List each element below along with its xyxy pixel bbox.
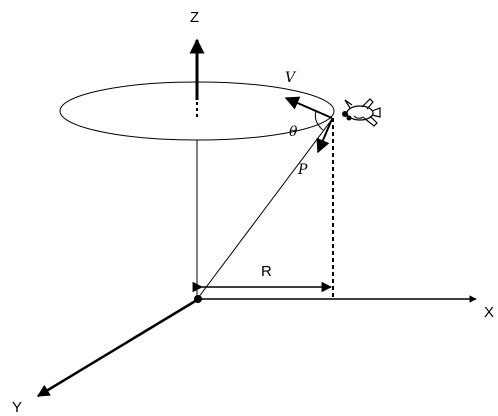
y-axis-arrow (36, 298, 198, 398)
position-line (197, 117, 334, 299)
velocity-label: V (285, 70, 297, 86)
y-axis-label: Y (12, 399, 22, 416)
aircraft-icon (342, 98, 381, 127)
z-axis-label: Z (190, 9, 199, 26)
radius-label: R (261, 263, 272, 280)
angle-label: θ (289, 124, 298, 140)
origin-point (194, 295, 202, 303)
x-axis-label: X (484, 304, 494, 321)
position-vector-arrow (316, 118, 333, 154)
position-label: P (297, 162, 308, 178)
velocity-vector (284, 96, 333, 119)
angle-arc (314, 110, 324, 131)
